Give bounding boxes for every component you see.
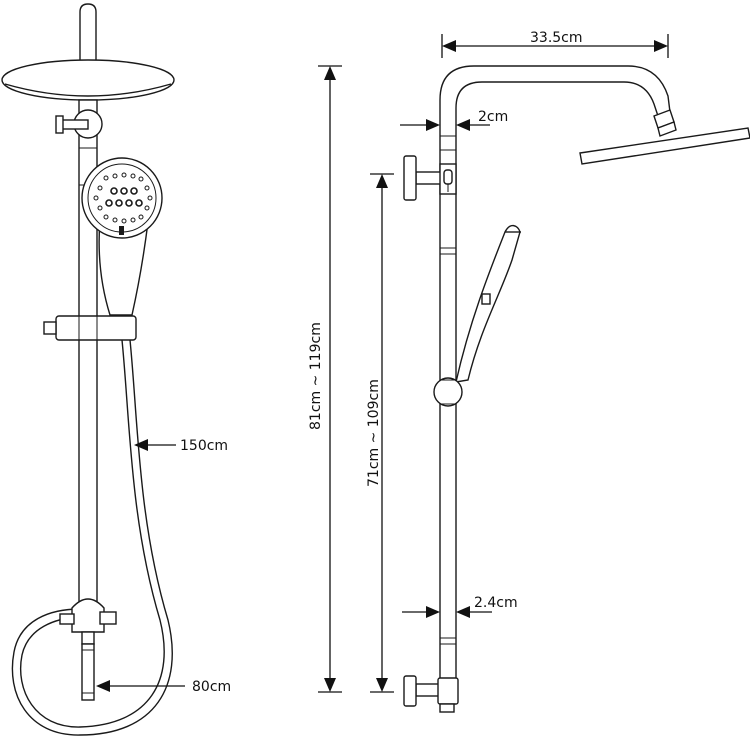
mixer-valve-front [59,598,117,645]
riser-top [79,3,97,69]
shower-hose [11,339,173,736]
arm-reach-dimension: 33.5cm [441,30,669,58]
mixer-valve-side [403,675,459,713]
front-view [1,3,175,736]
total-height-label: 81cm ~ 119cm [308,322,324,430]
diverter-valve-side [403,155,457,201]
hand-shower-side [433,224,521,407]
lower-pipe-dimension: 80cm [96,679,231,695]
diverter-valve-front [55,109,103,139]
side-view [403,65,750,713]
upper-diameter-label: 2cm [478,109,508,125]
arm-reach-label: 33.5cm [530,30,583,46]
rain-head-side [579,127,750,165]
lower-pipe-front [81,643,95,701]
rail-height-label: 71cm ~ 109cm [366,379,382,487]
lower-diameter-dimension: 2.4cm [402,595,518,618]
lower-pipe-length-label: 80cm [192,679,231,695]
hose-length-label: 150cm [180,438,228,454]
head-connector [653,109,677,137]
lower-diameter-label: 2.4cm [474,595,518,611]
rail-height-dimension: 71cm ~ 109cm [366,173,394,693]
hand-shower-front [81,157,163,316]
total-height-dimension: 81cm ~ 119cm [308,65,342,693]
upper-diameter-dimension: 2cm [400,109,508,131]
hose-length-dimension: 150cm [134,438,228,454]
side-rod-inner [455,81,659,680]
slider-bracket-front [43,315,137,341]
rod-joints [440,135,456,645]
side-rod-outer [439,65,671,680]
rain-shower-head [1,59,175,101]
